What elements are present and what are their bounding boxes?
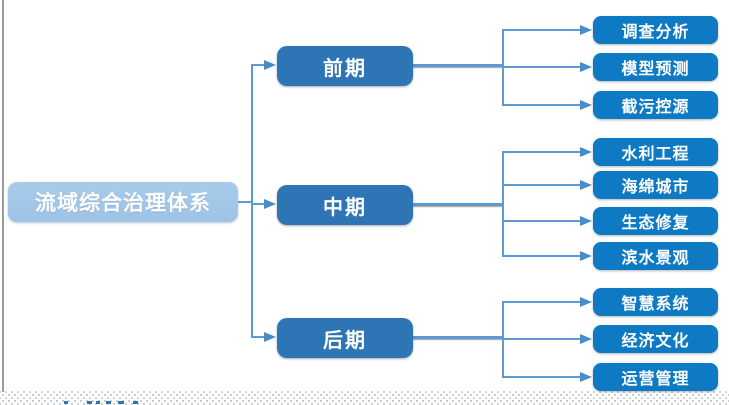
connector-line [502, 151, 581, 153]
arrowhead-icon [580, 62, 592, 72]
bottom-halftone-texture [0, 391, 729, 405]
connector-line [502, 301, 581, 303]
arrowhead-icon [264, 60, 276, 70]
connector-line [237, 201, 252, 203]
root-node-watershed-system: 流域综合治理体系 [8, 182, 238, 222]
leaf-node-smart-system: 智慧系统 [593, 288, 718, 316]
stage-node-early: 前期 [277, 46, 413, 86]
arrowhead-icon [264, 332, 276, 342]
leaf-node-operation-management: 运营管理 [593, 363, 718, 391]
arrowhead-icon [264, 199, 276, 209]
arrowhead-icon [580, 25, 592, 35]
leaf-node-survey-analysis: 调查分析 [593, 16, 718, 44]
connector-line [413, 203, 503, 206]
arrowhead-icon [580, 372, 592, 382]
slide-left-border [2, 0, 4, 392]
connector-line [413, 336, 503, 339]
connector-trunk [502, 151, 504, 257]
arrowhead-icon [580, 297, 592, 307]
connector-line [502, 184, 581, 186]
arrowhead-icon [580, 100, 592, 110]
connector-line [502, 104, 581, 106]
leaf-node-water-engineering: 水利工程 [593, 138, 718, 166]
connector-line [502, 338, 581, 340]
leaf-node-model-prediction: 模型预测 [593, 53, 718, 81]
arrowhead-icon [580, 334, 592, 344]
leaf-node-pollution-control: 截污控源 [593, 91, 718, 119]
connector-line [251, 336, 265, 338]
connector-line [502, 29, 581, 31]
connector-line [502, 376, 581, 378]
arrowhead-icon [580, 180, 592, 190]
connector-trunk [251, 64, 253, 338]
arrowhead-icon [580, 216, 592, 226]
leaf-node-sponge-city: 海绵城市 [593, 171, 718, 199]
leaf-node-eco-restoration: 生态修复 [593, 207, 718, 235]
connector-line [251, 64, 265, 66]
arrowhead-icon [580, 147, 592, 157]
connector-line [413, 64, 503, 67]
leaf-node-economy-culture: 经济文化 [593, 325, 718, 353]
connector-line [502, 255, 581, 257]
leaf-node-waterfront-landscape: 滨水景观 [593, 242, 718, 270]
connector-line [502, 220, 581, 222]
arrowhead-icon [580, 251, 592, 261]
connector-line [251, 203, 265, 205]
stage-node-middle: 中期 [277, 185, 413, 225]
stage-node-late: 后期 [277, 318, 413, 358]
connector-line [502, 66, 581, 68]
